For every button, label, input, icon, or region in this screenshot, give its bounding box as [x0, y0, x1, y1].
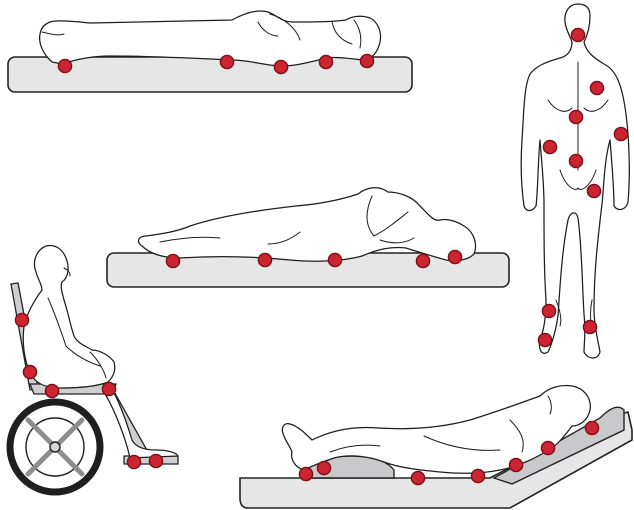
pressure-point-heel	[583, 320, 596, 333]
pressure-point-back-of-head	[585, 421, 598, 434]
pressure-point-shoulder-blade	[541, 441, 554, 454]
pressure-point-ankle	[166, 254, 179, 267]
pressure-point-heel	[538, 333, 551, 346]
pressure-point-calf	[317, 461, 330, 474]
pressure-point-buttock	[587, 184, 600, 197]
pressure-point-back-of-head	[360, 54, 373, 67]
pressure-point-hip	[543, 140, 556, 153]
pressure-point-heel	[58, 59, 71, 72]
pressure-point-knee	[258, 253, 271, 266]
pressure-point-heel	[127, 455, 140, 468]
pressure-point-spine	[569, 110, 582, 123]
pressure-point-sacrum	[471, 469, 484, 482]
pressure-point-buttock	[411, 471, 424, 484]
pressure-point-buttock	[45, 384, 58, 397]
pressure-point-shoulder	[416, 254, 429, 267]
figure-semi-reclined	[240, 385, 632, 508]
pressure-point-hip	[328, 253, 341, 266]
figure-supine	[8, 11, 412, 92]
pressure-point-elbow	[614, 127, 627, 140]
pressure-point-ear	[448, 250, 461, 263]
pressure-point-back-of-head	[571, 28, 584, 41]
pressure-point-sacrum	[569, 154, 582, 167]
pressure-point-spine	[23, 365, 36, 378]
body-side-lying	[139, 188, 476, 261]
pressure-point-back-of-knee	[102, 382, 115, 395]
pressure-point-shoulder-blade	[319, 55, 332, 68]
pressure-point-heel	[299, 467, 312, 480]
pressure-point-shoulder-blade	[15, 313, 28, 326]
pressure-point-ankle	[542, 304, 555, 317]
wheelchair-wheel	[10, 402, 100, 492]
pressure-point-shoulder	[590, 81, 603, 94]
pressure-point-sacrum	[220, 55, 233, 68]
pressure-point-lower-back	[509, 458, 522, 471]
figure-side-lying	[107, 188, 509, 287]
pressure-point-toes	[149, 454, 162, 467]
figure-standing-back	[521, 4, 629, 358]
pressure-point-elbow	[274, 60, 287, 73]
body-standing-back	[521, 4, 629, 358]
